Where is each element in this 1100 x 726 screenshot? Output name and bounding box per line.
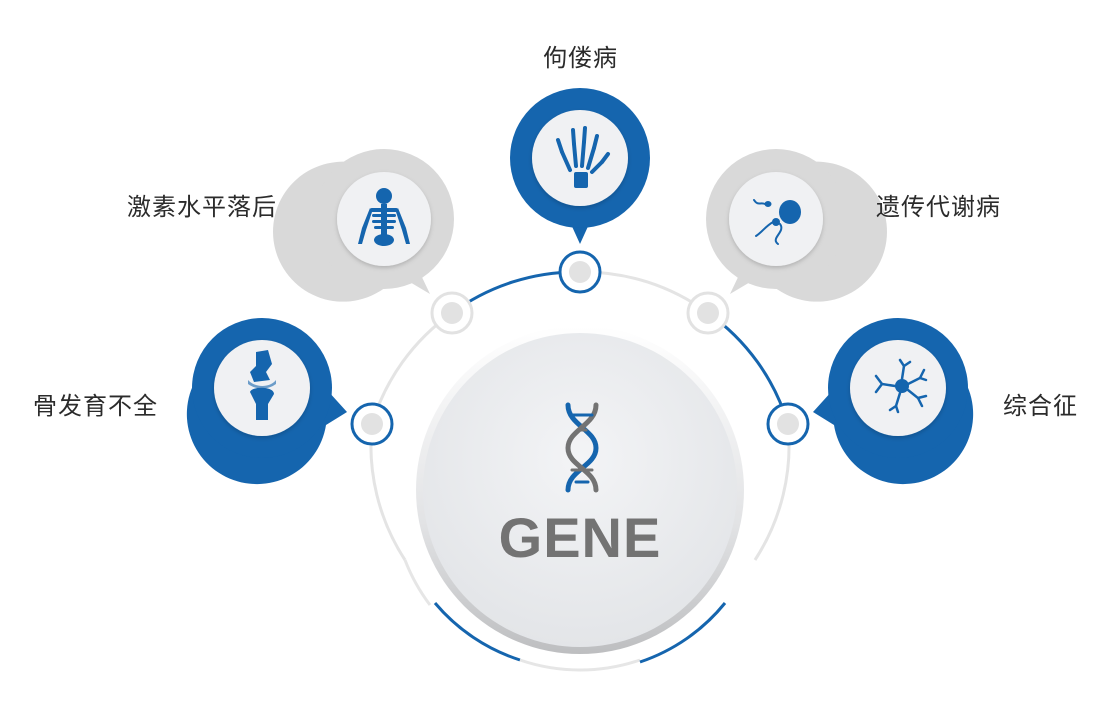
skeleton-icon <box>358 188 410 246</box>
node-hormone-deficiency[interactable] <box>273 149 454 302</box>
center-hub <box>416 326 744 654</box>
label-rickets: 佝偻病 <box>543 44 618 72</box>
connector-dots <box>350 250 810 446</box>
neuron-cell-icon <box>874 358 928 414</box>
connector-dot-rickets[interactable] <box>558 250 602 294</box>
center-title: GENE <box>498 506 662 569</box>
node-skeleton-dysplasia[interactable] <box>186 318 347 485</box>
label-hormone-deficiency: 激素水平落后 <box>127 193 277 221</box>
node-syndrome[interactable] <box>813 318 974 485</box>
bone-joint-icon <box>248 350 276 420</box>
connector-dot-metabolic-disease[interactable] <box>686 291 730 335</box>
connector-dot-syndrome[interactable] <box>766 402 810 446</box>
sperm-cell-icon <box>753 199 801 245</box>
label-syndrome: 综合征 <box>1003 392 1078 420</box>
connector-dot-hormone-deficiency[interactable] <box>430 291 474 335</box>
inner-ring-arcs <box>403 559 727 672</box>
dna-icon <box>565 402 599 493</box>
node-metabolic-disease[interactable] <box>706 149 887 302</box>
connector-dot-skeleton-dysplasia[interactable] <box>350 402 394 446</box>
hand-bones-icon <box>556 126 610 188</box>
label-skeleton-dysplasia: 骨发育不全 <box>33 392 158 420</box>
label-metabolic-disease: 遗传代谢病 <box>876 193 1001 221</box>
node-rickets[interactable] <box>510 88 650 244</box>
